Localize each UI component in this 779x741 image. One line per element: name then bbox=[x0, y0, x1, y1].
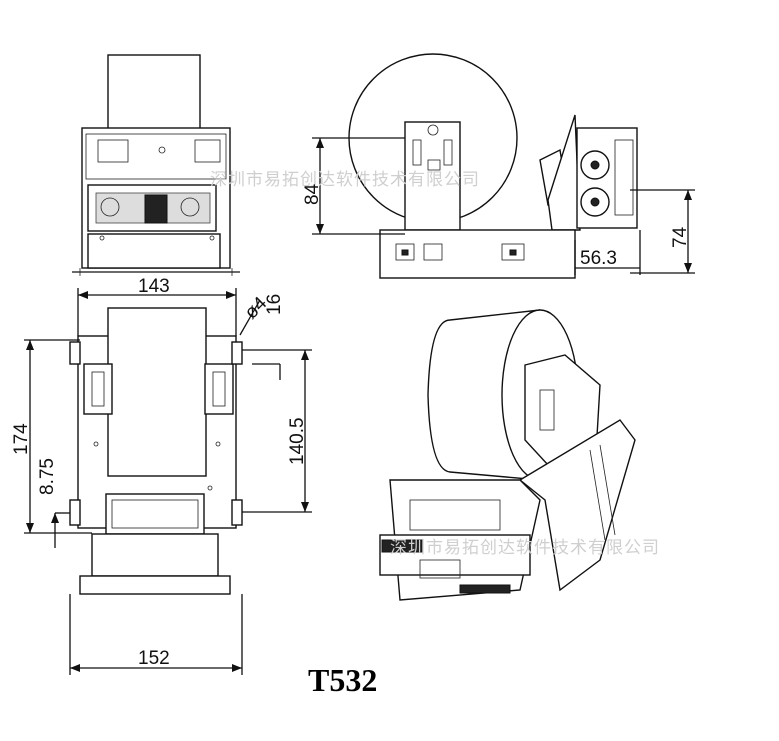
dim-84-label: 84 bbox=[302, 183, 323, 205]
dim-174-label: 174 bbox=[11, 423, 32, 455]
watermark-bottom: 深圳市易拓创达软件技术有限公司 bbox=[390, 538, 660, 558]
plan-view bbox=[24, 288, 312, 675]
watermark-top: 深圳市易拓创达软件技术有限公司 bbox=[210, 170, 480, 190]
dim-8-75-label: 8.75 bbox=[37, 458, 58, 495]
model-label: T532 bbox=[308, 662, 377, 698]
dim-152-label: 152 bbox=[138, 648, 170, 669]
isometric-view bbox=[379, 309, 636, 601]
dim-56-3-label: 56.3 bbox=[580, 248, 617, 269]
dim-140-5-label: 140.5 bbox=[287, 417, 308, 465]
dim-74-label: 74 bbox=[670, 226, 691, 248]
dim-16-label: 16 bbox=[264, 294, 285, 315]
side-view bbox=[312, 53, 695, 279]
dim-143-label: 143 bbox=[138, 276, 170, 297]
front-view bbox=[72, 54, 240, 276]
